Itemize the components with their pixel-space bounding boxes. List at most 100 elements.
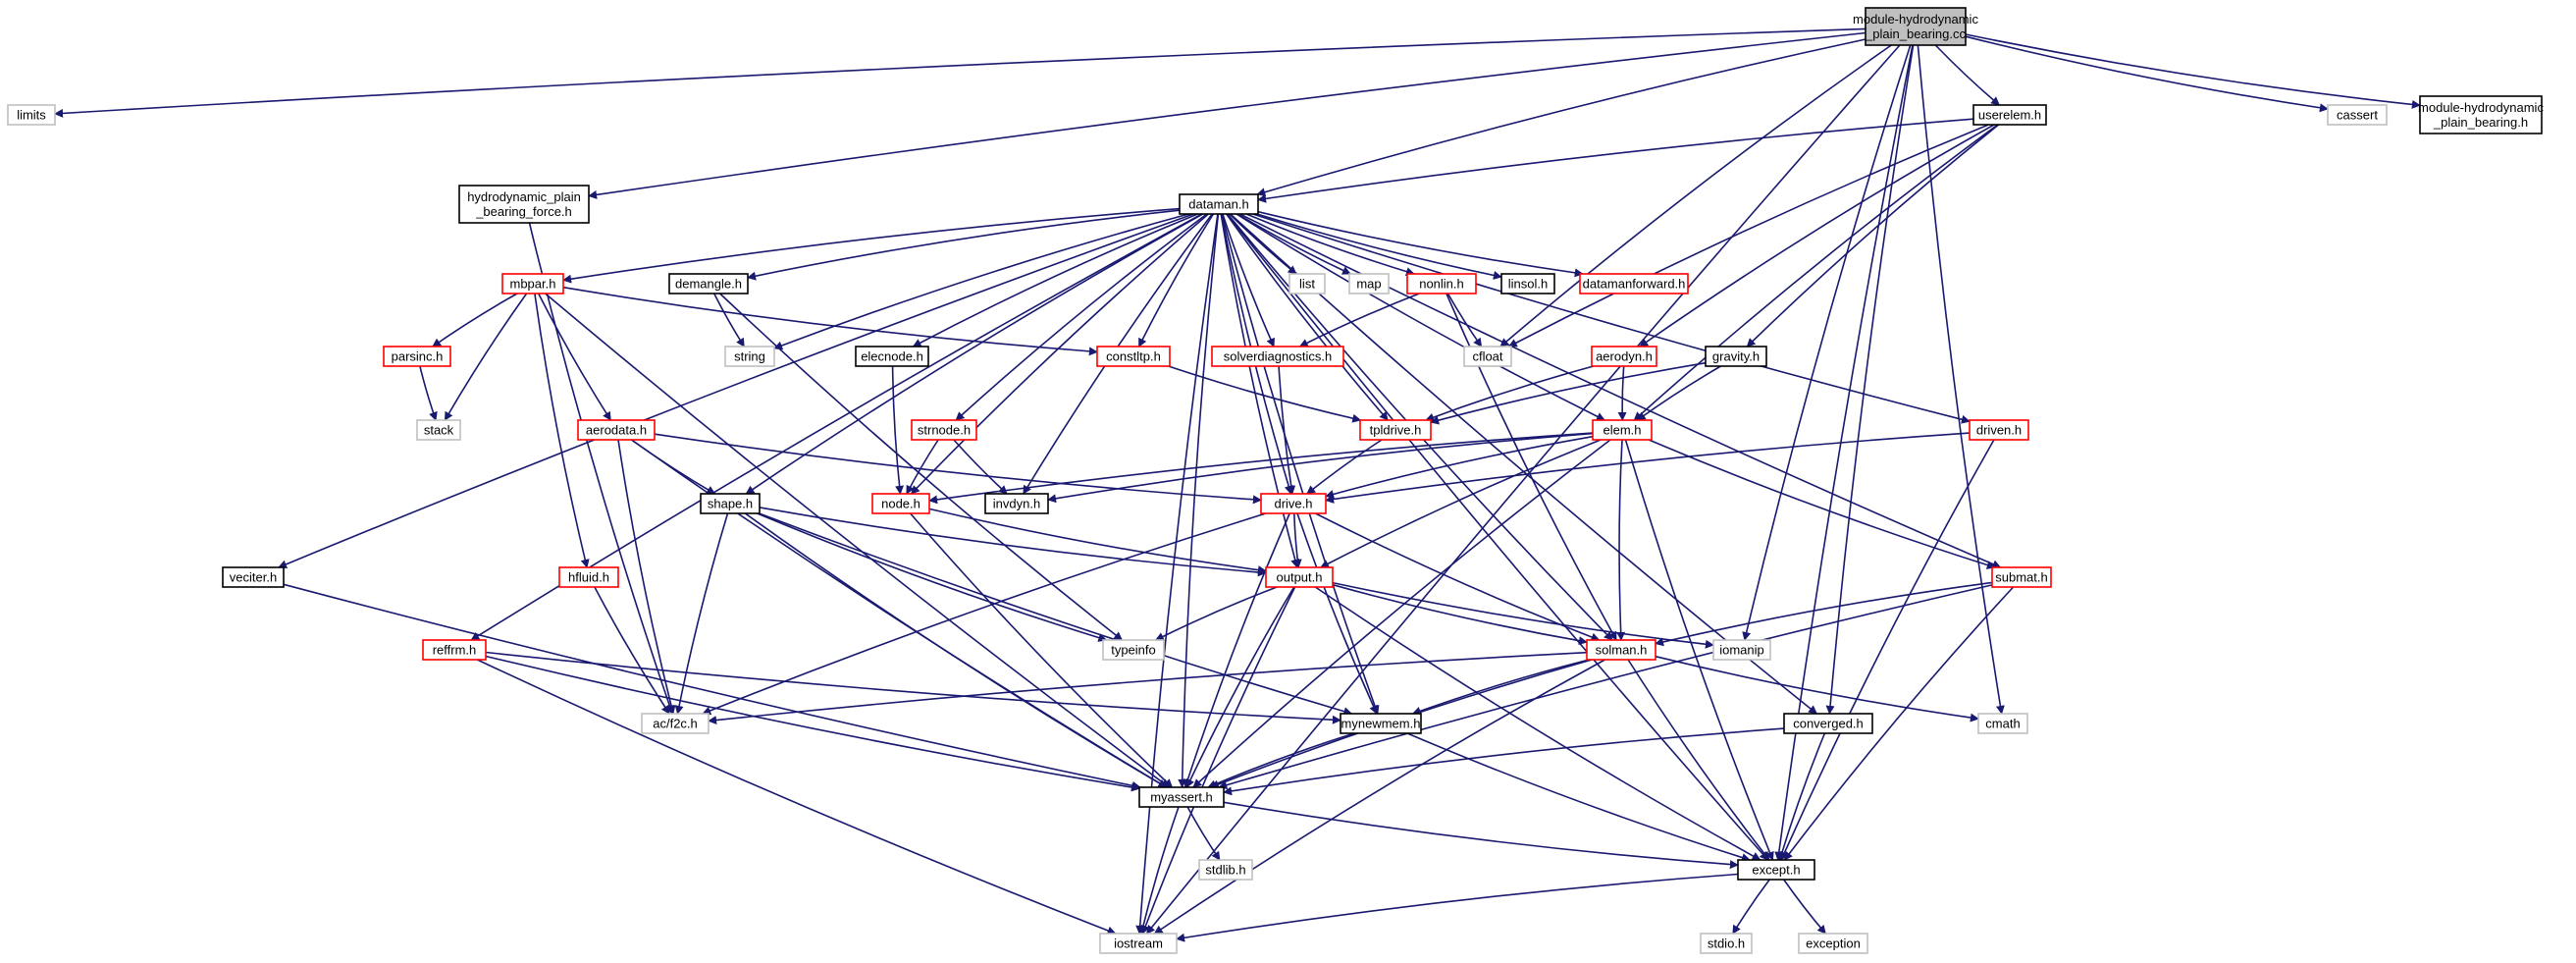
node-aerodyn[interactable]: aerodyn.h <box>1591 346 1657 367</box>
edge-tpldrive-to-drive <box>1306 439 1383 495</box>
node-dataman[interactable]: dataman.h <box>1179 193 1259 215</box>
node-shape[interactable]: shape.h <box>700 493 761 514</box>
node-elecnode[interactable]: elecnode.h <box>855 346 929 367</box>
node-label-root: _plain_bearing.cc <box>1865 27 1966 41</box>
node-layer: module-hydrodynamic_plain_bearing.cclimi… <box>7 7 2544 954</box>
node-solverdiag[interactable]: solverdiagnostics.h <box>1211 346 1344 367</box>
node-output[interactable]: output.h <box>1265 566 1334 588</box>
node-label-cfloat: cfloat <box>1472 349 1502 364</box>
node-label-demangle: demangle.h <box>675 277 742 292</box>
edge-dataman-to-mynewmem <box>1221 213 1380 715</box>
node-root[interactable]: module-hydrodynamic_plain_bearing.cc <box>1853 7 1978 46</box>
edge-mbpar-to-hfluid <box>534 293 590 568</box>
node-box-solman <box>1586 639 1656 661</box>
node-drive[interactable]: drive.h <box>1260 493 1327 514</box>
node-submat[interactable]: submat.h <box>1991 566 2052 588</box>
edge-myassert-to-stdlib <box>1186 806 1221 861</box>
edge-node-to-output <box>928 508 1267 575</box>
node-linsol[interactable]: linsol.h <box>1500 273 1555 294</box>
edge-dataman-to-except <box>1226 213 1769 861</box>
node-converged[interactable]: converged.h <box>1783 713 1873 734</box>
node-label-datamanforward: datamanforward.h <box>1583 277 1686 292</box>
edge-aerodata-to-acf2c <box>617 439 676 715</box>
node-solman[interactable]: solman.h <box>1586 639 1656 661</box>
node-myassert[interactable]: myassert.h <box>1138 786 1225 808</box>
node-acf2c: ac/f2c.h <box>641 713 710 734</box>
edge-dataman-to-solverdiag <box>1222 213 1275 348</box>
node-label-typeinfo: typeinfo <box>1111 643 1156 658</box>
node-map: map <box>1348 273 1390 294</box>
node-label-stack: stack <box>424 423 454 438</box>
node-box-exception <box>1798 933 1868 954</box>
node-mbpar[interactable]: mbpar.h <box>501 273 564 294</box>
node-box-list <box>1288 273 1326 294</box>
node-box-datamanforward <box>1579 273 1689 294</box>
node-constltp[interactable]: constltp.h <box>1096 346 1171 367</box>
edge-hfluid-to-acf2c <box>594 586 670 715</box>
node-tpldrive[interactable]: tpldrive.h <box>1359 419 1432 441</box>
edge-mbpar-to-stack <box>444 293 528 421</box>
edge-dataman-to-datamanforward <box>1257 210 1584 278</box>
edge-root-to-converged <box>1825 44 1915 715</box>
edge-userelem-to-aerodyn <box>1639 124 1995 348</box>
node-label-mynewmem: mynewmem.h <box>1341 717 1421 731</box>
edge-dataman-to-elem <box>1235 213 1605 421</box>
edge-elem-to-submat <box>1648 439 1996 569</box>
edge-converged-to-myassert <box>1223 727 1785 796</box>
edge-drive-to-acf2c <box>702 512 1267 716</box>
node-demangle[interactable]: demangle.h <box>668 273 749 294</box>
node-box-parsinc <box>383 346 451 367</box>
node-box-linsol <box>1500 273 1555 294</box>
edge-dataman-to-demangle <box>747 209 1181 281</box>
edge-demangle-to-string <box>712 293 745 348</box>
edge-userelem-to-elem <box>1633 124 1999 421</box>
node-box-driven <box>1969 419 2029 441</box>
edge-dataman-to-submat <box>1239 213 2002 568</box>
node-reffrm[interactable]: reffrm.h <box>422 639 487 661</box>
node-box-iostream <box>1099 933 1178 954</box>
node-label-root: module-hydrodynamic <box>1853 12 1978 27</box>
node-gravity[interactable]: gravity.h <box>1705 346 1767 367</box>
node-strnode[interactable]: strnode.h <box>911 419 977 441</box>
edge-mbpar-to-constltp <box>562 286 1098 356</box>
node-except[interactable]: except.h <box>1737 859 1815 881</box>
edge-solman-to-iostream <box>1153 659 1605 935</box>
node-driven[interactable]: driven.h <box>1969 419 2029 441</box>
node-mynewmem[interactable]: mynewmem.h <box>1340 713 1422 734</box>
node-mhpb_h[interactable]: module-hydrodynamic_plain_bearing.h <box>2418 95 2544 134</box>
node-label-driven: driven.h <box>1976 423 2022 438</box>
edge-solman-to-except <box>1627 659 1770 861</box>
node-label-stdlib: stdlib.h <box>1205 863 1245 878</box>
node-label-hpbf: hydrodynamic_plain <box>467 189 581 204</box>
edge-dataman-to-linsol <box>1256 213 1502 280</box>
edge-drive-to-output <box>1292 512 1302 568</box>
node-box-limits <box>7 104 56 126</box>
node-invdyn[interactable]: invdyn.h <box>984 493 1049 514</box>
node-hpbf[interactable]: hydrodynamic_plain_bearing_force.h <box>458 185 590 224</box>
node-box-map <box>1348 273 1390 294</box>
node-label-cassert: cassert <box>2337 108 2378 123</box>
node-userelem[interactable]: userelem.h <box>1972 104 2047 126</box>
node-parsinc[interactable]: parsinc.h <box>383 346 451 367</box>
node-cmath: cmath <box>1977 713 2028 734</box>
node-aerodata[interactable]: aerodata.h <box>577 419 656 441</box>
node-box-root <box>1865 7 1967 46</box>
edge-root-to-cmath <box>1917 44 2005 715</box>
edge-dataman-to-myassert <box>1178 213 1220 788</box>
edge-driven-to-except <box>1780 439 1995 861</box>
node-elem[interactable]: elem.h <box>1592 419 1653 441</box>
node-label-submat: submat.h <box>1995 570 2047 585</box>
node-hfluid[interactable]: hfluid.h <box>558 566 619 588</box>
edge-gravity-to-tpldrive <box>1430 361 1707 425</box>
node-label-veciter: veciter.h <box>230 570 277 585</box>
edge-elem-to-solman <box>1616 439 1626 641</box>
node-box-converged <box>1783 713 1873 734</box>
edge-dataman-to-tpldrive <box>1226 213 1389 421</box>
edge-elem-to-output <box>1320 439 1602 568</box>
node-nonlin[interactable]: nonlin.h <box>1406 273 1477 294</box>
node-datamanforward[interactable]: datamanforward.h <box>1579 273 1689 294</box>
node-veciter[interactable]: veciter.h <box>222 566 285 588</box>
node-node[interactable]: node.h <box>871 493 930 514</box>
node-box-mynewmem <box>1340 713 1422 734</box>
